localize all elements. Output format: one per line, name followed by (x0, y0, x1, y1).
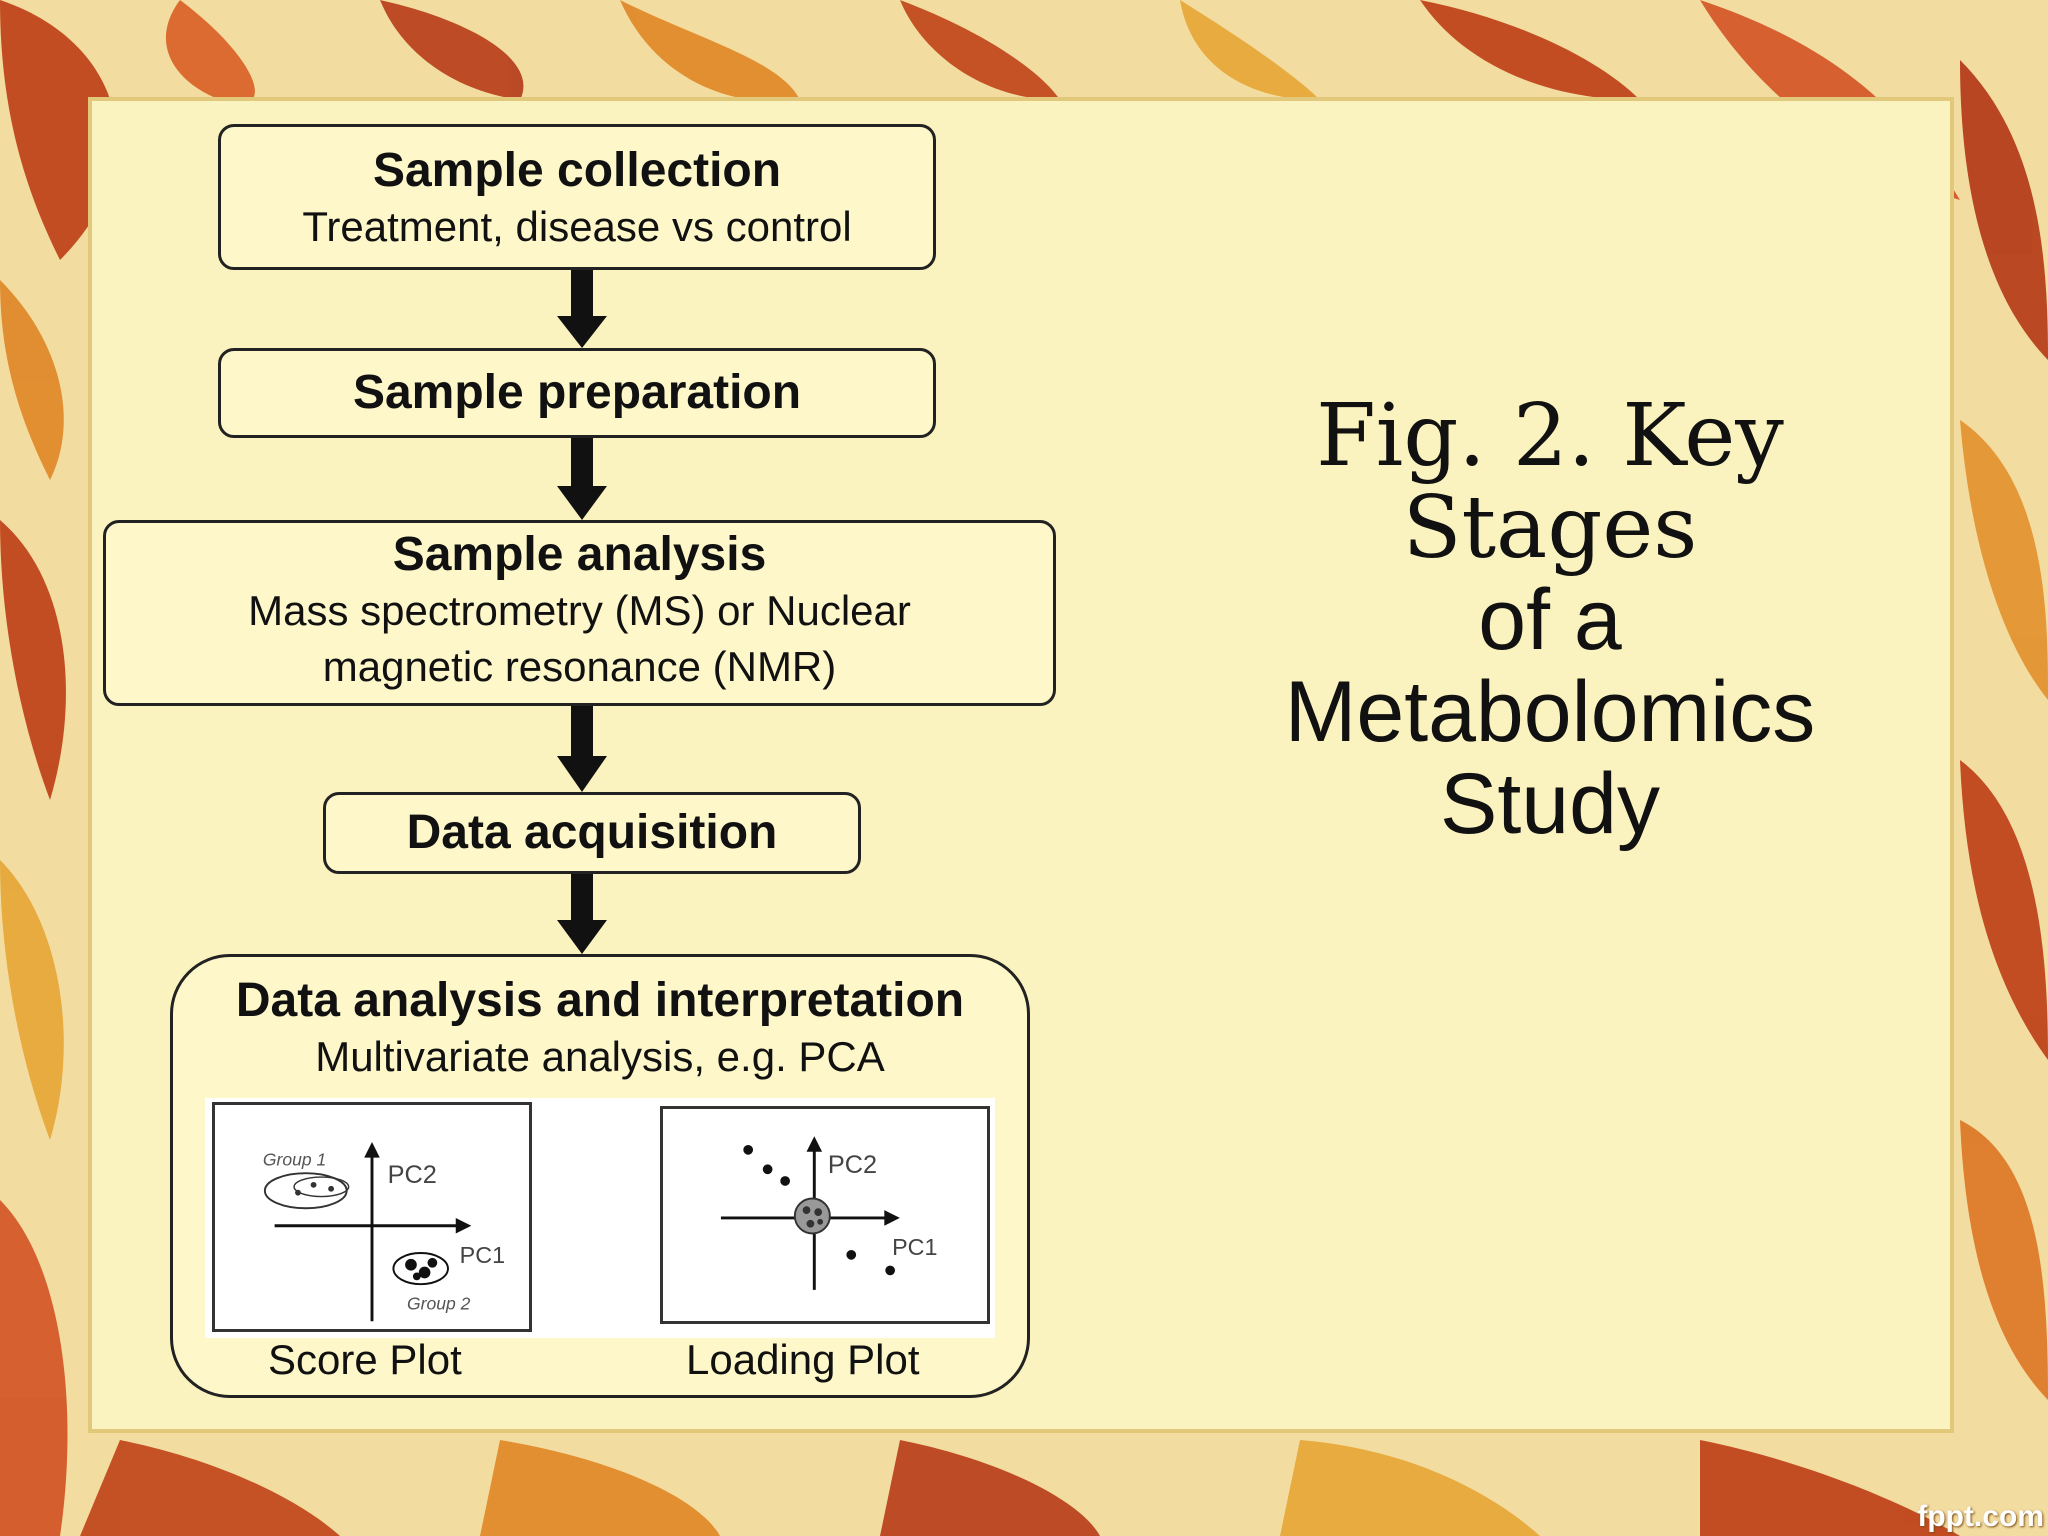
step-title: Data analysis and interpretation (235, 974, 965, 1027)
title-line: Study (1440, 756, 1660, 852)
down-arrow-icon (557, 438, 607, 520)
step-sample-preparation: Sample preparation (218, 348, 936, 438)
fppt-watermark: fppt.com (1917, 1500, 2044, 1533)
title-line: Metabolomics (1284, 664, 1816, 760)
step-subtitle: Mass spectrometry (MS) or Nuclear (248, 587, 911, 634)
loading-plot-label: Loading Plot (686, 1336, 920, 1383)
score-plot: PC2 PC1 Group 1 Group 2 (212, 1102, 532, 1332)
pc1-axis-label: PC1 (460, 1242, 505, 1268)
title-line: Fig. 2. Key Stages (1316, 386, 1784, 578)
step-data-acquisition: Data acquisition (323, 792, 861, 874)
step-title: Data acquisition (406, 806, 778, 859)
down-arrow-icon (557, 706, 607, 792)
group1-label: Group 1 (263, 1149, 326, 1169)
group2-label: Group 2 (407, 1294, 471, 1314)
step-sample-collection: Sample collection Treatment, disease vs … (218, 124, 936, 270)
step-subtitle: magnetic resonance (NMR) (322, 643, 837, 690)
step-title: Sample collection (372, 144, 782, 197)
loading-plot: PC2 PC1 (660, 1106, 990, 1324)
slide-title: Fig. 2. Key Stages of a Metabolomics Stu… (1190, 390, 1910, 850)
pc1-axis-label: PC1 (892, 1234, 937, 1260)
down-arrow-icon (557, 874, 607, 954)
score-plot-label: Score Plot (268, 1336, 462, 1383)
pc2-axis-label: PC2 (388, 1161, 437, 1189)
title-line: of a (1478, 572, 1622, 668)
down-arrow-icon (557, 270, 607, 348)
step-subtitle: Treatment, disease vs control (302, 203, 852, 250)
step-sample-analysis: Sample analysis Mass spectrometry (MS) o… (103, 520, 1056, 706)
pc2-axis-label: PC2 (828, 1151, 877, 1179)
step-subtitle: Multivariate analysis, e.g. PCA (315, 1033, 885, 1080)
step-title: Sample preparation (352, 366, 802, 419)
step-title: Sample analysis (392, 528, 767, 581)
loading-cluster (793, 1197, 831, 1235)
